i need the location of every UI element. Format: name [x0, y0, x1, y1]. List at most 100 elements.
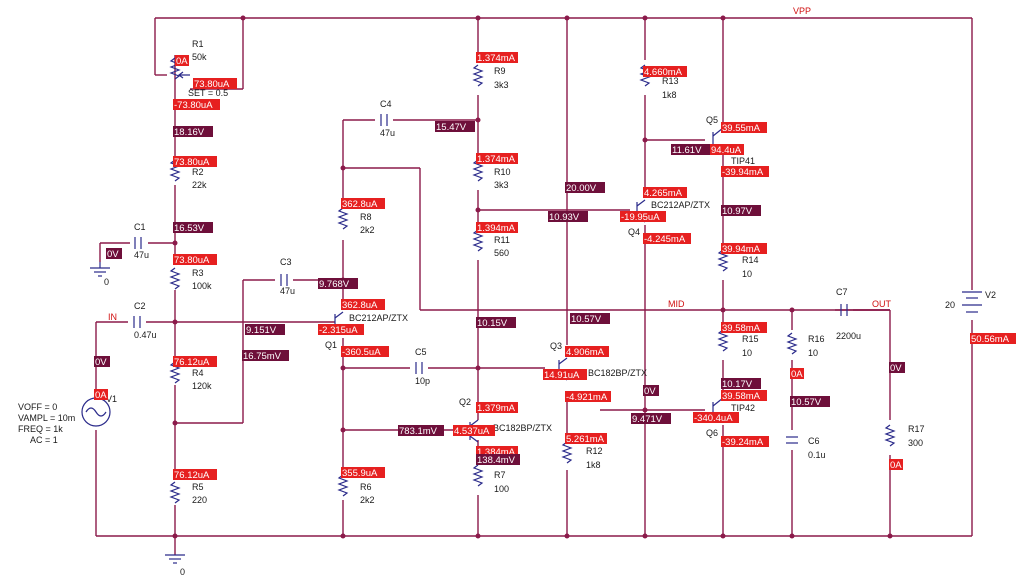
- r13-name: R13: [662, 76, 679, 86]
- probe-voltage: 9.471V: [631, 413, 671, 425]
- svg-text:362.8uA: 362.8uA: [342, 300, 378, 311]
- net-label-vpp: VPP: [793, 6, 811, 16]
- probe-current: -340.4uA: [693, 412, 739, 424]
- probe-voltage: 18.16V: [173, 126, 213, 138]
- svg-text:50.56mA: 50.56mA: [971, 334, 1010, 345]
- probe-current: -360.5uA: [341, 346, 389, 358]
- probe-voltage: 10.93V: [548, 211, 588, 223]
- component-labels: R1 50k SET = 0.5 R2 22k R3 100k R4 120k …: [18, 39, 996, 505]
- svg-text:0A: 0A: [890, 460, 902, 471]
- svg-text:4.265mA: 4.265mA: [644, 188, 683, 199]
- probe-current: 362.8uA: [341, 198, 385, 210]
- svg-text:0A: 0A: [95, 390, 107, 401]
- svg-text:-39.94mA: -39.94mA: [722, 167, 764, 178]
- r7-name: R7: [494, 470, 506, 480]
- probe-current: 5.261mA: [565, 433, 607, 445]
- capacitor-c1: [134, 237, 142, 249]
- svg-text:-4.245mA: -4.245mA: [644, 234, 686, 245]
- svg-text:94.4uA: 94.4uA: [711, 145, 742, 156]
- c6-name: C6: [808, 436, 820, 446]
- resistor-r2: [169, 159, 181, 182]
- svg-text:0A: 0A: [176, 56, 188, 67]
- r15-name: R15: [742, 334, 759, 344]
- resistor-r5: [169, 481, 181, 504]
- svg-text:0V: 0V: [95, 357, 107, 368]
- probe-voltage: 10.97V: [721, 205, 761, 217]
- r12-name: R12: [586, 446, 603, 456]
- q6-model: TIP42: [731, 403, 755, 413]
- r3-name: R3: [192, 268, 204, 278]
- c2-value: 0.47u: [134, 330, 157, 340]
- svg-text:355.9uA: 355.9uA: [342, 468, 378, 479]
- probe-voltage: 20.00V: [565, 182, 605, 194]
- svg-text:39.55mA: 39.55mA: [722, 123, 761, 134]
- r8-value: 2k2: [360, 225, 375, 235]
- r11-name: R11: [494, 235, 510, 245]
- svg-text:362.8uA: 362.8uA: [342, 199, 378, 210]
- svg-text:-2.315uA: -2.315uA: [319, 325, 358, 336]
- svg-text:-39.24mA: -39.24mA: [722, 437, 764, 448]
- c1-value: 47u: [134, 250, 149, 260]
- probe-current: 355.9uA: [341, 467, 385, 479]
- svg-text:10.93V: 10.93V: [549, 212, 580, 223]
- probe-voltage: 9.768V: [318, 278, 358, 290]
- r17-value: 300: [908, 438, 923, 448]
- probe-current: 73.80uA: [193, 78, 237, 90]
- c4-name: C4: [380, 99, 392, 109]
- svg-text:73.80uA: 73.80uA: [174, 255, 210, 266]
- probe-voltage: 16.53V: [173, 222, 213, 234]
- resistor-r8: [337, 207, 349, 230]
- v1-ac: AC = 1: [30, 435, 58, 445]
- c7-name: C7: [836, 287, 848, 297]
- probe-voltage: 10.17V: [721, 378, 761, 390]
- q6-name: Q6: [706, 428, 718, 438]
- v1-voff: VOFF = 0: [18, 402, 57, 412]
- svg-text:39.58mA: 39.58mA: [722, 323, 761, 334]
- probe-current: 1.394mA: [476, 222, 518, 234]
- r14-value: 10: [742, 269, 752, 279]
- svg-text:16.75mV: 16.75mV: [243, 351, 282, 362]
- svg-text:1.374mA: 1.374mA: [477, 53, 516, 64]
- capacitor-c5: [415, 362, 423, 374]
- probe-current: -2.315uA: [318, 324, 364, 336]
- capacitor-c7: [840, 304, 848, 316]
- svg-text:0V: 0V: [107, 249, 119, 260]
- r3-value: 100k: [192, 281, 212, 291]
- svg-text:1.374mA: 1.374mA: [477, 154, 516, 165]
- r6-value: 2k2: [360, 495, 375, 505]
- svg-text:-19.95uA: -19.95uA: [621, 212, 660, 223]
- c3-name: C3: [280, 257, 292, 267]
- v1-name: V1: [106, 394, 117, 404]
- v1-vampl: VAMPL = 10m: [18, 413, 75, 423]
- net-label-mid: MID: [668, 299, 685, 309]
- svg-text:-73.80uA: -73.80uA: [174, 100, 213, 111]
- svg-text:4.660mA: 4.660mA: [644, 67, 683, 78]
- probe-current: -4.245mA: [643, 233, 691, 245]
- svg-text:1.379mA: 1.379mA: [477, 403, 516, 414]
- probe-current: 1.384mA: [476, 446, 518, 458]
- r14-name: R14: [742, 255, 759, 265]
- probe-current: 4.537uA: [453, 425, 495, 437]
- r13-value: 1k8: [662, 90, 677, 100]
- ground-label-2: 0: [180, 567, 185, 577]
- r7-value: 100: [494, 484, 509, 494]
- q3-model: BC182BP/ZTX: [588, 368, 647, 378]
- svg-text:-340.4uA: -340.4uA: [694, 413, 733, 424]
- q5-model: TIP41: [731, 156, 755, 166]
- probe-current: -19.95uA: [620, 211, 666, 223]
- probe-current: -73.80uA: [173, 99, 220, 111]
- probe-current: -39.24mA: [721, 436, 769, 448]
- c5-name: C5: [415, 347, 427, 357]
- v2-value: 20: [945, 300, 955, 310]
- probe-current: 4.906mA: [565, 346, 609, 358]
- probe-current: 39.94mA: [721, 243, 767, 255]
- svg-text:16.53V: 16.53V: [174, 223, 205, 234]
- r9-value: 3k3: [494, 80, 509, 90]
- svg-text:39.94mA: 39.94mA: [722, 244, 761, 255]
- svg-text:20.00V: 20.00V: [566, 183, 597, 194]
- r4-name: R4: [192, 368, 204, 378]
- svg-text:0V: 0V: [644, 386, 656, 397]
- r6-name: R6: [360, 482, 372, 492]
- v2-name: V2: [985, 290, 996, 300]
- net-label-in: IN: [108, 312, 117, 322]
